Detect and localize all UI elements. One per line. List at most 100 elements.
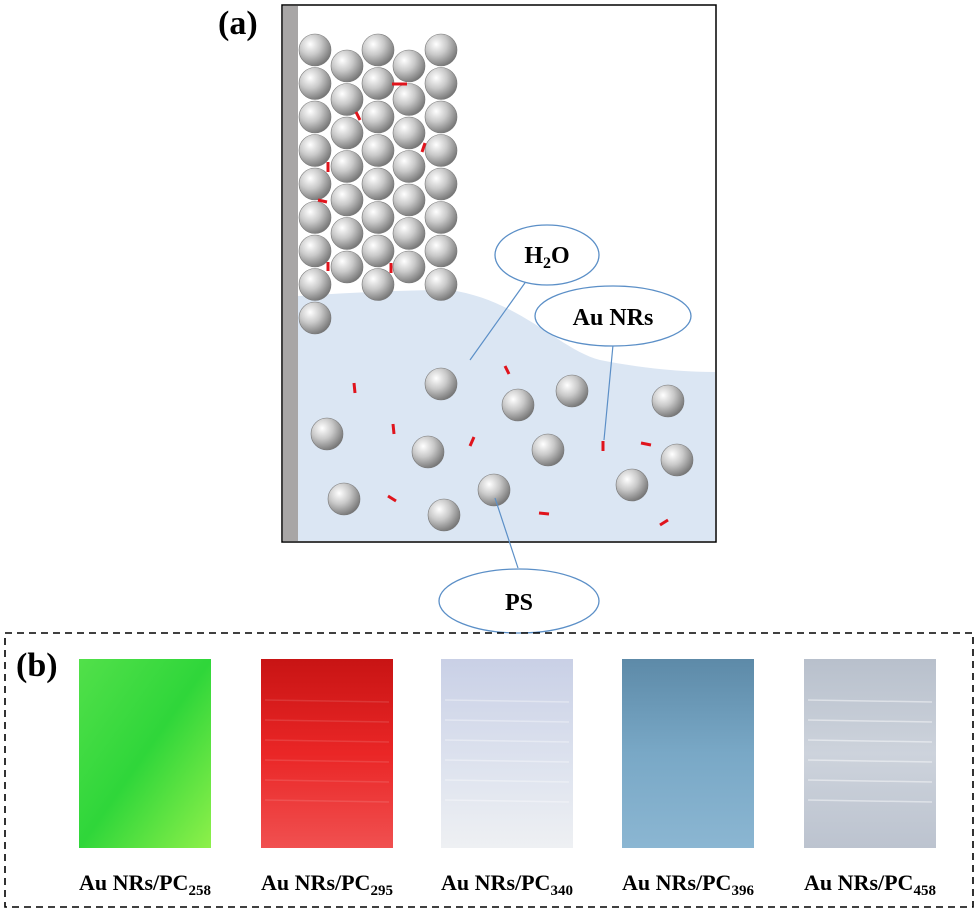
ps-sphere xyxy=(424,100,458,134)
ps-sphere xyxy=(298,67,332,100)
sample-photo xyxy=(441,659,573,848)
ps-sphere xyxy=(361,167,395,201)
nanorods-callout: Au NRs xyxy=(534,285,692,347)
packed-nanorods xyxy=(317,82,427,273)
ps-sphere xyxy=(424,234,458,268)
ps-sphere xyxy=(392,183,426,217)
texture-streak xyxy=(807,699,933,703)
ps-sphere xyxy=(615,468,649,502)
ps-sphere xyxy=(330,83,364,116)
ps-sphere xyxy=(424,167,458,201)
sample-photo xyxy=(261,659,393,848)
sample-caption: Au NRs/PC340 xyxy=(441,870,573,899)
au-nanorod xyxy=(387,494,397,503)
ps-sphere xyxy=(361,201,395,234)
texture-streak xyxy=(444,779,570,783)
ps-sphere xyxy=(330,183,364,217)
texture-streak xyxy=(807,739,933,743)
dispersed-nanorods xyxy=(352,365,669,527)
ps-sphere xyxy=(361,268,395,301)
texture-streak xyxy=(444,759,570,763)
spheres-callout-bubble xyxy=(438,568,600,634)
ps-sphere xyxy=(330,49,364,83)
sample-396: Au NRs/PC396 xyxy=(622,659,754,899)
ps-sphere xyxy=(298,100,332,134)
sample-caption: Au NRs/PC295 xyxy=(261,870,393,899)
sample-295: Au NRs/PC295 xyxy=(261,659,393,899)
ps-sphere xyxy=(361,134,395,167)
texture-streak xyxy=(444,719,570,723)
ps-sphere xyxy=(424,33,458,67)
au-nanorod xyxy=(420,142,427,153)
ps-sphere xyxy=(392,150,426,183)
dispersed-spheres xyxy=(310,367,694,532)
ps-sphere xyxy=(330,217,364,250)
spheres-leader-line xyxy=(494,497,519,569)
ps-sphere xyxy=(427,498,461,532)
ps-sphere xyxy=(411,435,445,469)
ps-sphere xyxy=(555,374,589,408)
au-nanorod xyxy=(391,423,396,435)
sample-258: Au NRs/PC258 xyxy=(79,659,211,899)
ps-sphere xyxy=(330,250,364,284)
panel-b-label: (b) xyxy=(16,647,58,684)
sample-photo xyxy=(79,659,211,848)
ps-sphere xyxy=(327,482,361,516)
ps-sphere xyxy=(330,116,364,150)
spheres-callout: PS xyxy=(438,568,600,634)
substrate-slide xyxy=(283,6,298,541)
sample-photo xyxy=(804,659,936,848)
ps-sphere xyxy=(298,268,332,301)
texture-streak xyxy=(444,799,570,803)
ps-sphere xyxy=(392,250,426,284)
ps-sphere xyxy=(477,473,511,507)
au-nanorod xyxy=(352,382,357,394)
texture-streak xyxy=(264,739,390,743)
texture-streak xyxy=(444,739,570,743)
ps-sphere xyxy=(361,234,395,268)
panel-b: (b) Au NRs/PC258 Au NRs/PC295 Au NRs/PC340… xyxy=(4,632,974,908)
texture-streak xyxy=(264,779,390,783)
texture-streak xyxy=(264,799,390,803)
water-leader-line xyxy=(469,279,528,361)
ps-sphere xyxy=(361,100,395,134)
ps-sphere xyxy=(424,67,458,100)
ps-sphere xyxy=(651,384,685,418)
ps-sphere xyxy=(298,33,332,67)
water-callout-bubble xyxy=(494,224,600,286)
ps-sphere xyxy=(298,301,332,335)
au-nanorod xyxy=(503,365,511,375)
au-nanorod xyxy=(468,436,476,447)
ps-sphere xyxy=(361,33,395,67)
panel-a: (a) H2O Au NRs PS xyxy=(218,4,717,634)
au-nanorod xyxy=(640,441,652,447)
texture-streak xyxy=(444,699,570,703)
spheres-callout-label: PS xyxy=(505,590,533,616)
nanorods-leader-line xyxy=(603,344,614,441)
au-nanorod xyxy=(659,518,669,527)
ps-sphere xyxy=(330,150,364,183)
ps-sphere xyxy=(392,217,426,250)
sample-340: Au NRs/PC340 xyxy=(441,659,573,899)
nanorods-callout-label: Au NRs xyxy=(573,305,654,331)
ps-sphere xyxy=(424,268,458,301)
texture-streak xyxy=(807,799,933,803)
ps-sphere xyxy=(298,234,332,268)
panel-b-frame xyxy=(4,632,974,908)
panel-a-label: (a) xyxy=(218,5,258,42)
ps-sphere xyxy=(392,49,426,83)
ps-sphere xyxy=(424,201,458,234)
ps-sphere xyxy=(424,134,458,167)
sample-row: Au NRs/PC258 Au NRs/PC295 Au NRs/PC340 Au N… xyxy=(79,659,936,899)
au-nanorod xyxy=(538,511,550,516)
au-nanorod xyxy=(317,198,328,204)
sample-caption: Au NRs/PC396 xyxy=(622,870,754,899)
ps-sphere xyxy=(392,116,426,150)
texture-streak xyxy=(807,759,933,763)
ps-sphere xyxy=(392,83,426,116)
sample-458: Au NRs/PC458 xyxy=(804,659,936,899)
ps-sphere xyxy=(531,433,565,467)
ps-sphere xyxy=(424,367,458,401)
sample-photo xyxy=(622,659,754,848)
